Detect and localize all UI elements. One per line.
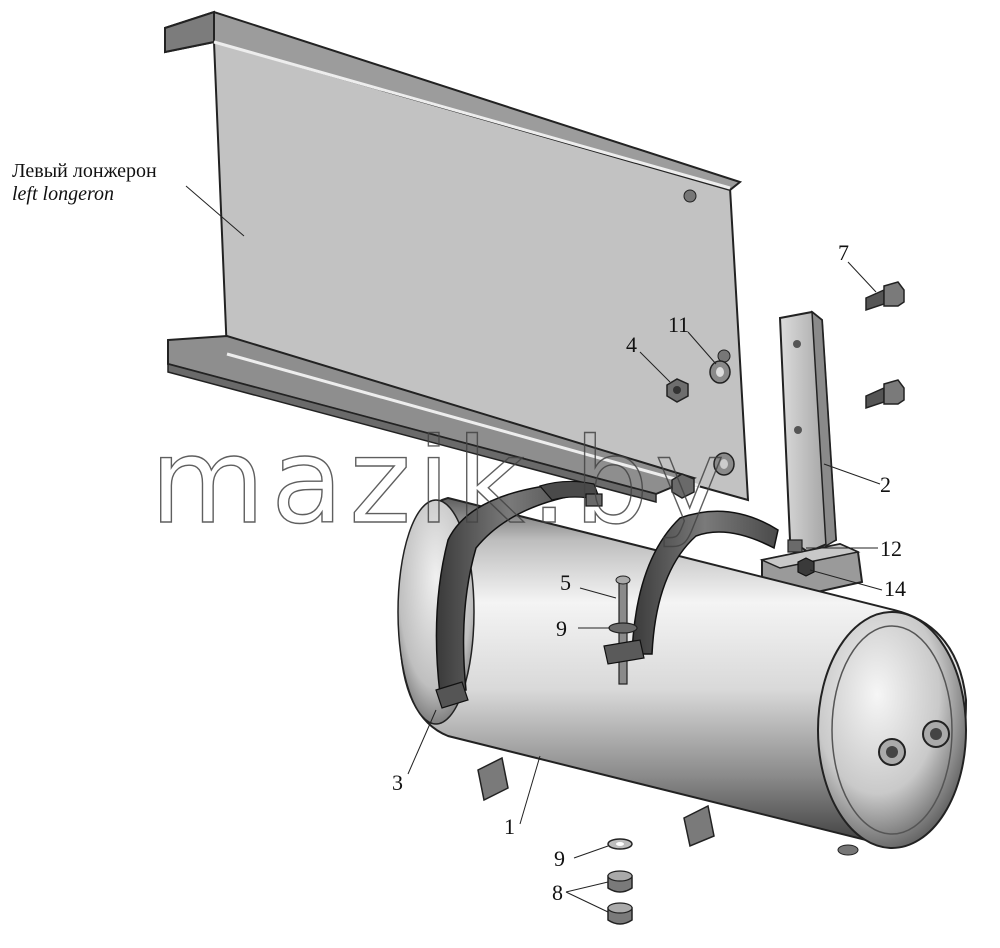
callout-4: 4 (626, 332, 637, 357)
watermark: mazik.by (150, 412, 731, 550)
strap-3-right (631, 510, 779, 655)
callout-8: 8 (552, 880, 563, 905)
nut-lower-left (671, 473, 695, 499)
washer-9-strap (608, 622, 638, 634)
bolt-7-upper (865, 281, 905, 312)
nut-8-lower (607, 902, 633, 925)
callout-3: 3 (392, 770, 403, 795)
callout-7: 7 (838, 240, 849, 265)
strap-top-link (538, 480, 603, 507)
callout-12: 12 (880, 536, 902, 561)
callout-2: 2 (880, 472, 891, 497)
longeron-caption: Левый лонжерон left longeron (12, 160, 157, 206)
strap-clamp-plate (603, 639, 645, 665)
bolt-7-lower (865, 379, 905, 410)
callout-9-strap: 9 (556, 616, 567, 641)
callout-11: 11 (668, 312, 689, 337)
caption-ru: Левый лонжерон (12, 160, 157, 182)
nut-12 (787, 539, 803, 553)
bracket-2 (759, 310, 864, 600)
washer-lower (713, 452, 735, 476)
caption-en: left longeron (12, 183, 115, 205)
nut-4 (666, 378, 689, 403)
nut-8-upper (607, 870, 633, 893)
callout-1: 1 (504, 814, 515, 839)
washer-9-loose (607, 838, 633, 850)
leader-lines (185, 185, 883, 913)
callout-14: 14 (884, 576, 906, 601)
nut-14 (797, 557, 815, 577)
washer-11 (709, 360, 731, 384)
left-longeron (164, 10, 750, 503)
callout-9-loose: 9 (554, 846, 565, 871)
callout-5: 5 (560, 570, 571, 595)
